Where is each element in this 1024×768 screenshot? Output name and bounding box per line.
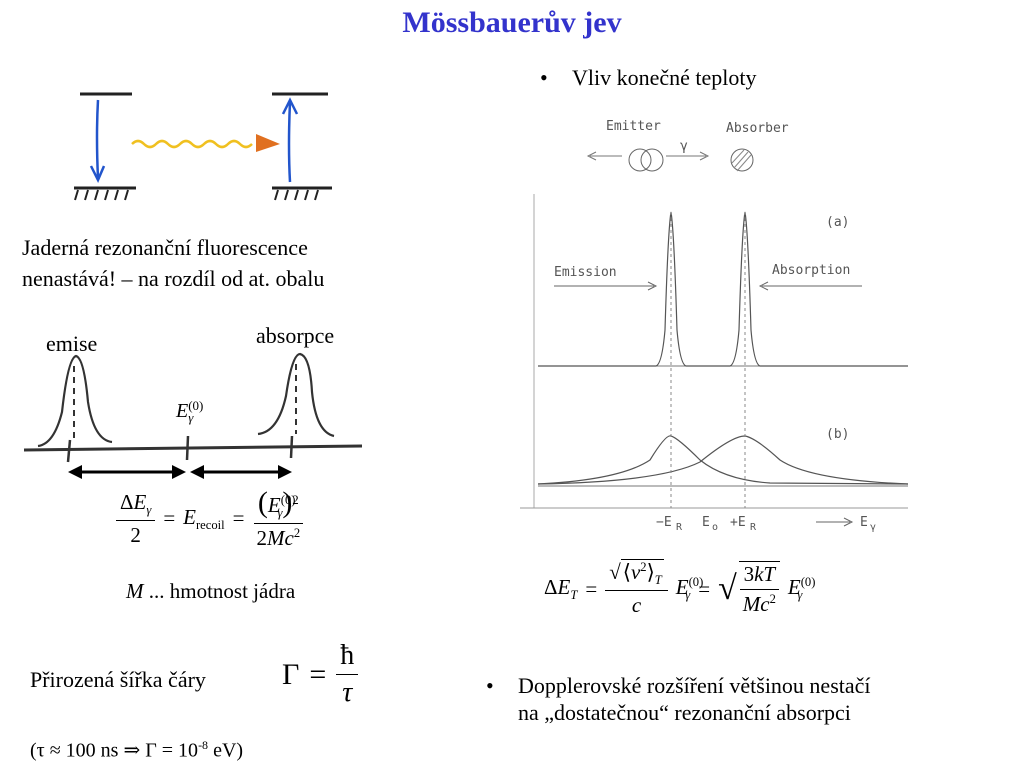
ground-hatch-left	[74, 189, 129, 201]
label-absorpce: absorpce	[256, 323, 335, 348]
axis-label-egamma: E	[860, 515, 868, 530]
energy-axis	[23, 444, 363, 452]
emitter-circle-1	[628, 148, 652, 172]
nrf-line-2: nenastává! – na rozdíl od at. obalu	[22, 266, 325, 291]
tau-note-prefix: (τ ≈ 100 ns ⇒ Γ = 10	[30, 739, 199, 762]
svg-text:o: o	[712, 522, 718, 533]
panel-b-label: (b)	[826, 427, 849, 442]
bullet-item-1: • Vliv konečné teploty	[540, 64, 757, 91]
bullet-2-line-2: na „dostatečnou“ rezonanční absorpci	[518, 700, 851, 725]
panel-a-label: (a)	[826, 215, 849, 230]
peaks-diagram	[23, 352, 363, 479]
spectrum-a-curve	[538, 211, 908, 367]
photon-arrowhead-icon	[256, 134, 280, 152]
emitter-absorber-figure: Emitter Absorber γ	[586, 119, 789, 172]
page-title: Mössbauerův jev	[402, 6, 622, 39]
emission-peak	[37, 354, 113, 448]
absorber-circle	[730, 148, 754, 172]
absorption-label: Absorption	[772, 263, 850, 278]
doppler-formula: ΔET = √⟨v2⟩T c E(0)γ = √ 3kT Mc2 E(0)γ	[544, 559, 816, 618]
svg-text:R: R	[676, 522, 683, 533]
bullet-icon: •	[540, 65, 548, 90]
bullet-2-line-1: Dopplerovské rozšíření většinou nestačí	[518, 673, 871, 698]
axis-label-plus-er: +E	[730, 515, 746, 530]
absorption-arrow	[287, 101, 292, 183]
spectra-figure: (a) (b) Emission Absorption −E R E o +E …	[520, 194, 909, 533]
linewidth-label: Přirozená šířka čáry	[30, 667, 206, 692]
tau-note: (τ ≈ 100 ns ⇒ Γ = 10-8 eV)	[30, 732, 243, 765]
tau-note-exp: -8	[198, 738, 209, 752]
gamma-label: γ	[680, 139, 688, 154]
bullet-icon: •	[486, 673, 494, 698]
tau-note-suffix: eV)	[208, 739, 244, 762]
nrf-line-1: Jaderná rezonanční fluorescence	[22, 235, 308, 260]
ground-hatch-right	[274, 189, 319, 201]
mass-desc: ... hmotnost jádra	[143, 579, 296, 603]
emission-label: Emission	[554, 265, 617, 280]
bullet-item-2: • Dopplerovské rozšíření většinou nestač…	[486, 672, 871, 726]
label-emise: emise	[46, 331, 98, 356]
emitter-label: Emitter	[606, 119, 661, 134]
mass-var: M	[126, 579, 144, 603]
level-diagram	[74, 92, 332, 201]
axis-label-minus-er: −E	[656, 515, 672, 530]
photon-wave-icon	[131, 139, 253, 149]
emission-arrow	[95, 99, 100, 179]
e-gamma-zero-label: E(0)γ	[176, 398, 204, 426]
svg-text:R: R	[750, 522, 757, 533]
spectrum-b-absorption	[537, 435, 909, 485]
absorption-peak	[257, 352, 335, 438]
svg-text:γ: γ	[870, 522, 876, 533]
bullet-1-text: Vliv konečné teploty	[572, 65, 757, 90]
mass-note: M ... hmotnost jádra	[126, 578, 295, 605]
axis-label-e0: E	[702, 515, 710, 530]
absorber-label: Absorber	[726, 121, 789, 136]
emitter-circle-2	[640, 148, 664, 172]
spectrum-b-emission	[537, 435, 909, 485]
